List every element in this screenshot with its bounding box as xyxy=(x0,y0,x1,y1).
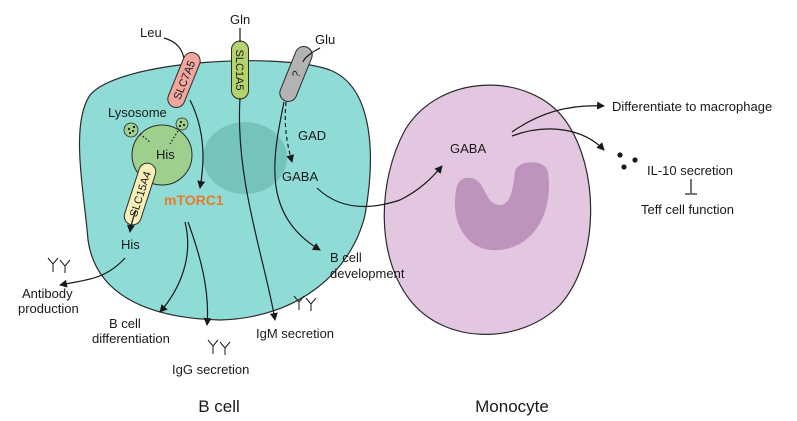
arrow-gaba-to-monocyte xyxy=(316,165,443,208)
il10-dots xyxy=(617,152,638,170)
arrow-gaba-to-il10 xyxy=(511,128,605,151)
b-cell-development-label-2: development xyxy=(330,266,405,281)
il10-secretion-label: IL-10 secretion xyxy=(647,163,733,178)
gad-label: GAD xyxy=(298,128,326,143)
arrow-glu-in xyxy=(302,47,321,63)
arrow-leu-in xyxy=(163,37,185,59)
differentiate-macrophage-label: Differentiate to macrophage xyxy=(612,99,772,114)
b-cell xyxy=(78,60,371,321)
arrow-mtorc1-to-igg xyxy=(187,221,212,326)
b-cell-membrane xyxy=(78,60,371,321)
igg-secretion-label: IgG secretion xyxy=(172,362,249,377)
monocyte-title: Monocyte xyxy=(475,397,549,416)
gaba-b-label: GABA xyxy=(282,169,318,184)
monocyte xyxy=(383,84,592,335)
lysosome-his-label: His xyxy=(156,147,175,162)
arrow-gln-to-igm xyxy=(238,97,278,321)
monocyte-nucleus xyxy=(455,162,550,251)
b-cell-differentiation-label-1: B cell xyxy=(109,316,141,331)
arrow-mtorc1-to-differentiation xyxy=(159,221,189,313)
gln-label: Gln xyxy=(230,12,250,27)
arrow-slc7a5-to-mtorc1 xyxy=(189,99,206,189)
b-cell-development-label-1: B cell xyxy=(330,250,362,265)
mtorc1-label: mTORC1 xyxy=(164,192,224,208)
teff-function-label: Teff cell function xyxy=(641,202,734,217)
transporter-slc1a5: SLC1A5 xyxy=(231,40,249,100)
lysosome-his-dotted xyxy=(139,133,151,143)
arrow-slc15a4-to-his xyxy=(126,209,137,233)
his-label: His xyxy=(121,237,140,252)
arrow-his-to-antibody xyxy=(59,257,126,288)
b-cell-title: B cell xyxy=(198,397,240,416)
unknown-label: ? xyxy=(290,69,303,79)
slc15a4-capsule xyxy=(123,162,157,226)
glu-label: Glu xyxy=(315,32,335,47)
leu-label: Leu xyxy=(140,25,162,40)
antibody-production-label-2: production xyxy=(18,301,79,316)
antibody-production-label-1: Antibody xyxy=(22,286,73,301)
b-cell-nucleus xyxy=(203,122,287,194)
lysosome-pore-left xyxy=(123,122,139,138)
antibody-icon xyxy=(47,257,317,355)
slc1a5-label: SLC1A5 xyxy=(233,50,245,91)
lysosome: Lysosome His xyxy=(108,105,193,186)
igm-secretion-label: IgM secretion xyxy=(256,326,334,341)
arrow-glu-to-development xyxy=(274,101,321,251)
lysosome-his-dotted-2 xyxy=(169,130,179,145)
arrow-gad-dashed xyxy=(284,101,295,163)
gaba-mono-label: GABA xyxy=(450,141,486,156)
lysosome-pore-right xyxy=(175,117,189,131)
slc7a5-capsule xyxy=(167,51,201,109)
b-cell-differentiation-label-2: differentiation xyxy=(92,331,170,346)
lysosome-label: Lysosome xyxy=(108,105,167,120)
arrow-gaba-to-macrophage xyxy=(511,101,605,133)
